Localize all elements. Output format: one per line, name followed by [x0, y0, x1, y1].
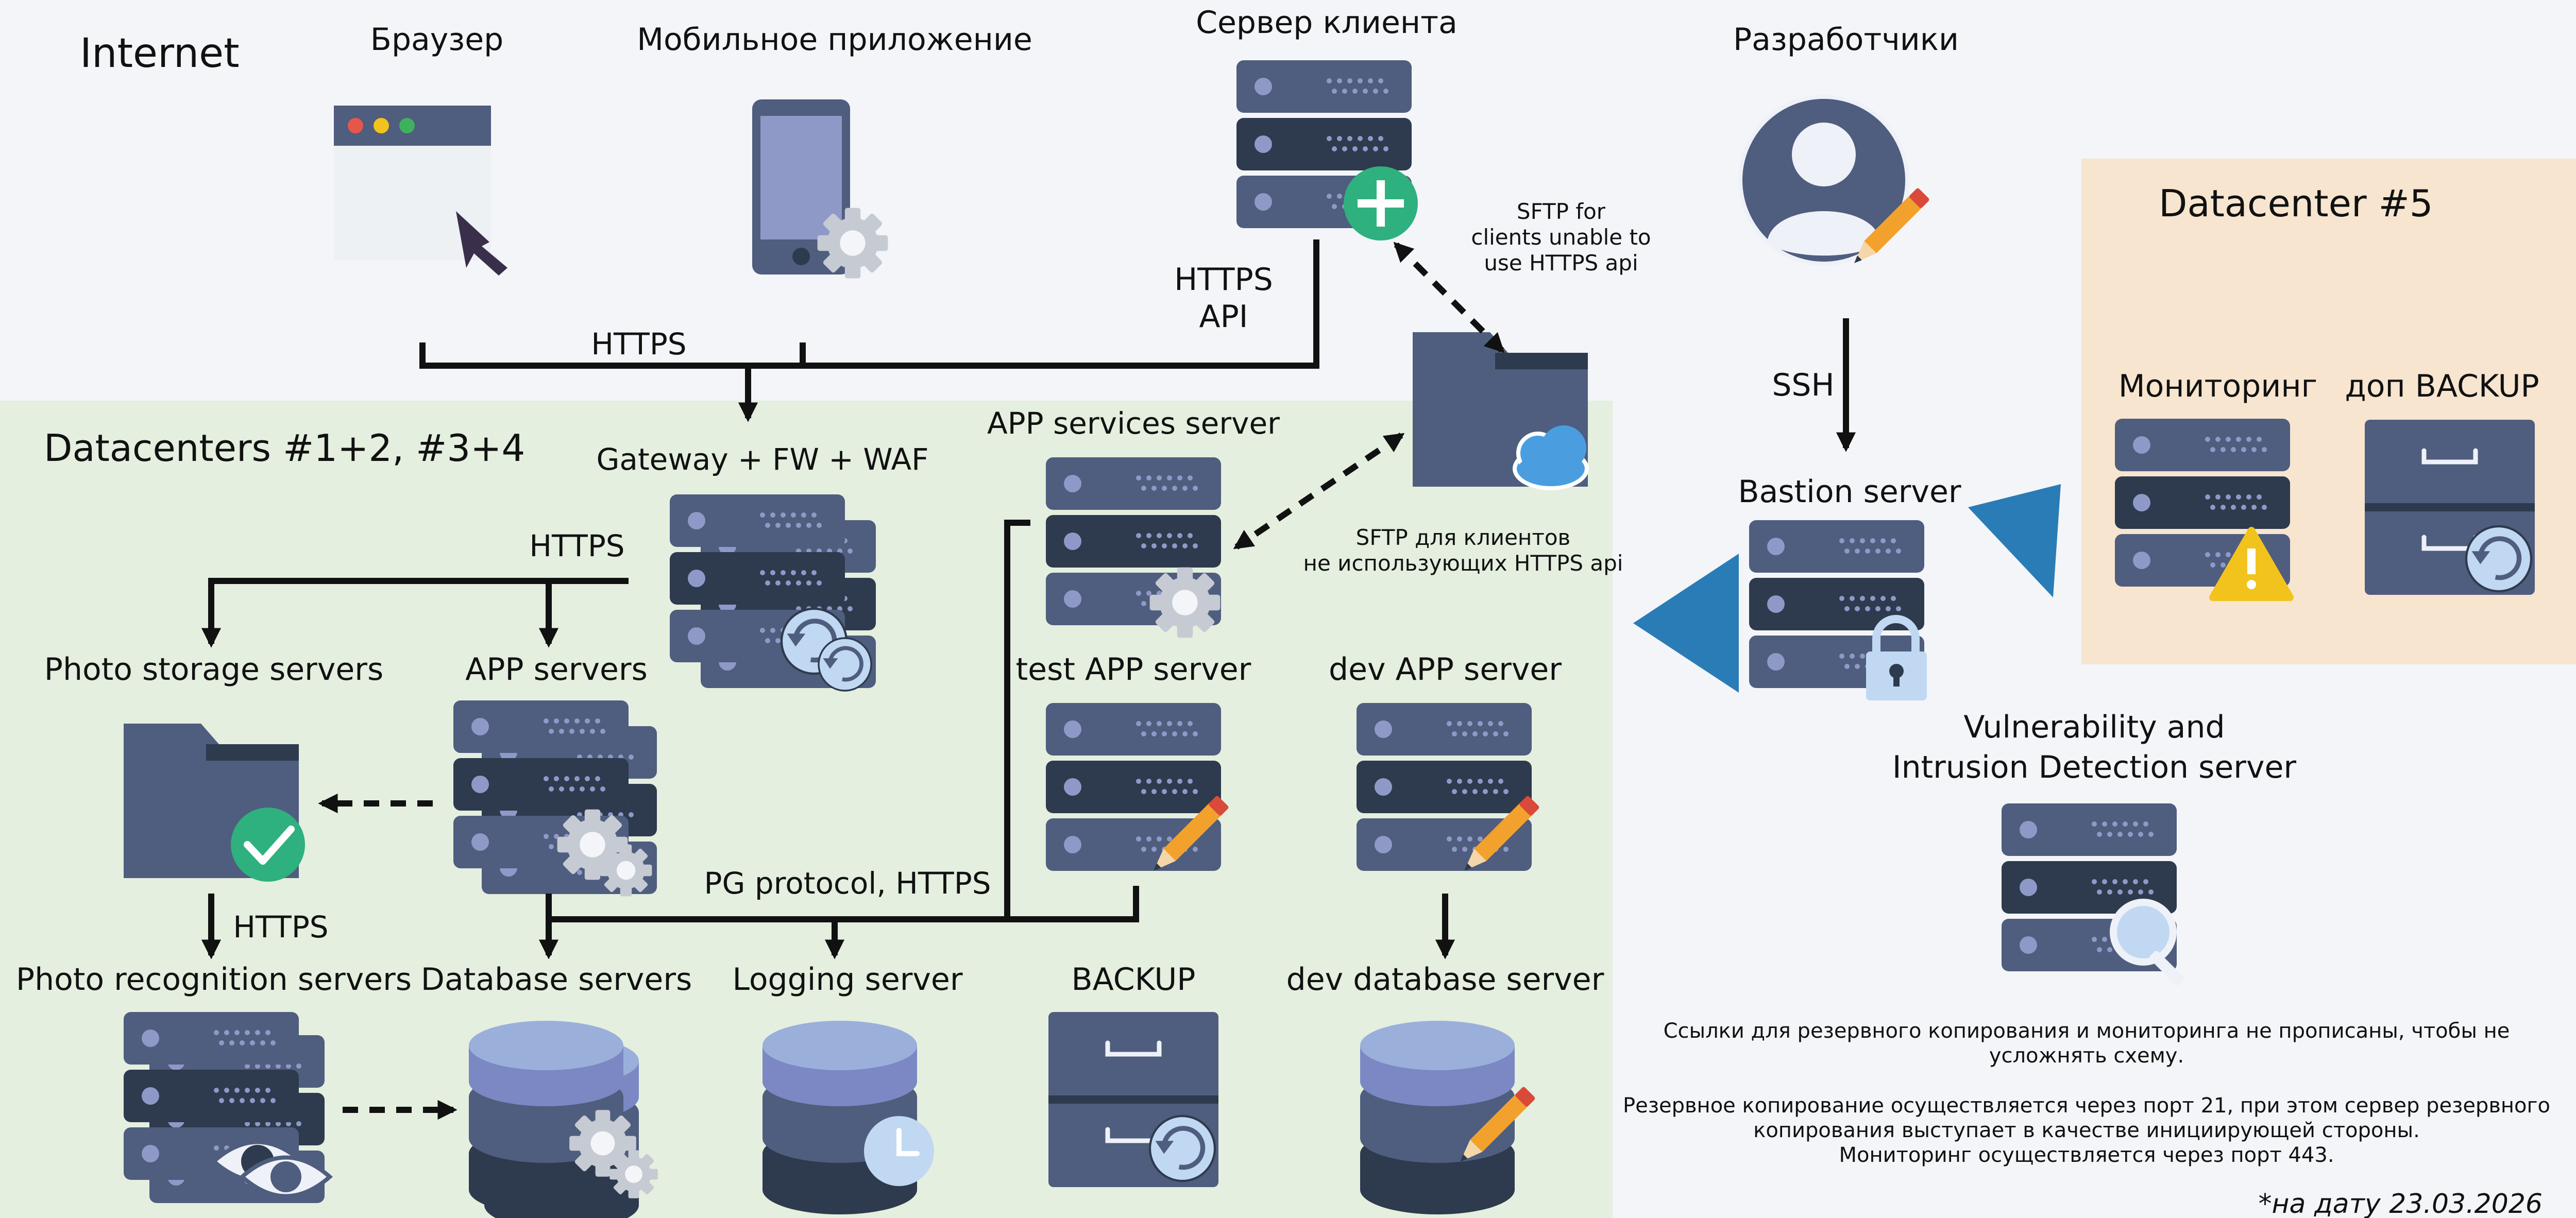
sftp-top-label-line2: clients unable to	[1471, 225, 1651, 250]
monitoring-label: Мониторинг	[2119, 368, 2317, 404]
gear-icon	[609, 1150, 658, 1198]
vulnerability-node: Vulnerability and Intrusion Detection se…	[1892, 709, 2296, 986]
sftp-ru-label-line1: SFTP для клиентов	[1356, 525, 1571, 550]
test-app-label: test APP server	[1016, 651, 1251, 688]
magnifier-icon	[2110, 899, 2184, 986]
note-backup-line2: копирования выступает в качестве инициир…	[1753, 1119, 2420, 1142]
mobile-app-label: Мобильное приложение	[637, 22, 1032, 58]
app-servers-label: APP servers	[465, 651, 648, 688]
photo-storage-label: Photo storage servers	[44, 651, 383, 688]
sftp-top-label-line1: SFTP for	[1517, 199, 1606, 224]
database-node: Database servers	[421, 962, 692, 1218]
developers-label: Разработчики	[1733, 22, 1959, 58]
zone-title-datacenter-5: Datacenter #5	[2159, 182, 2433, 225]
sync-icon	[1150, 1116, 1215, 1181]
monitoring-node: Мониторинг	[2115, 368, 2317, 601]
app-services-riser-line	[1004, 520, 1030, 919]
pg-bus-line	[546, 886, 1139, 922]
sftp-app-services-arrow	[1233, 433, 1405, 550]
photo-recognition-node: Photo recognition servers	[16, 962, 412, 1203]
gear-icon	[600, 844, 652, 897]
bastion-node: Bastion server	[1738, 474, 1961, 700]
browser-node: Браузер	[334, 22, 507, 276]
backup-node: BACKUP	[1048, 962, 1218, 1187]
ssh-label: SSH	[1772, 367, 1834, 403]
app-servers-node: APP servers	[453, 651, 657, 897]
dashed-connectors	[318, 242, 1505, 1120]
add-icon	[1344, 166, 1418, 241]
test-app-node: test APP server	[1016, 651, 1251, 877]
mobile-app-node: Мобильное приложение	[637, 22, 1032, 279]
gear-icon	[1149, 567, 1221, 638]
warning-icon	[2209, 527, 2294, 601]
https-api-label-line1: HTTPS	[1174, 262, 1273, 298]
gateway-label: Gateway + FW + WAF	[596, 442, 928, 477]
date-note: *на дату 23.03.2026	[2258, 1189, 2543, 1218]
gear-icon	[817, 208, 888, 279]
app-services-node: APP services server	[987, 406, 1280, 638]
sftp-top-label-line3: use HTTPS api	[1484, 250, 1638, 276]
connectors	[201, 239, 1856, 959]
dev-database-label: dev database server	[1286, 962, 1604, 998]
zone-title-internet: Internet	[80, 30, 240, 77]
photo-storage-node: Photo storage servers	[44, 651, 383, 882]
sync-icon	[819, 638, 871, 691]
logging-label: Logging server	[732, 962, 962, 998]
photo-recognition-label: Photo recognition servers	[16, 962, 412, 998]
note-monitoring-line: Мониторинг осуществляется через порт 443…	[1839, 1143, 2334, 1167]
client-server-node: Сервер клиента	[1196, 5, 1458, 241]
extra-backup-label: доп BACKUP	[2345, 368, 2539, 404]
https-photo-label: HTTPS	[233, 910, 328, 945]
smartphone-icon	[752, 99, 850, 275]
zone-title-datacenters-1-4: Datacenters #1+2, #3+4	[44, 426, 525, 470]
developers-node: Разработчики	[1733, 22, 1959, 269]
note-links-line2: усложнять схему.	[1989, 1044, 2184, 1068]
database-icon	[1360, 1021, 1515, 1214]
vulnerability-label-line2: Intrusion Detection server	[1892, 749, 2296, 785]
sync-icon	[2466, 526, 2531, 591]
browser-label: Браузер	[370, 22, 503, 58]
sftp-folder-node	[1413, 332, 1589, 490]
vulnerability-label-line1: Vulnerability and	[1963, 709, 2225, 745]
app-services-label: APP services server	[987, 406, 1280, 441]
checkmark-icon	[231, 808, 305, 882]
bastion-label: Bastion server	[1738, 474, 1961, 510]
logging-node: Logging server	[732, 962, 963, 1214]
bastion-to-datacenter-arrow	[1633, 554, 1739, 693]
backup-label: BACKUP	[1072, 962, 1196, 998]
sftp-ru-label-line2: не использующих HTTPS api	[1303, 551, 1623, 576]
test-app-rack-icon	[1046, 703, 1221, 871]
cloud-icon	[1513, 425, 1589, 490]
clients-bus-line	[419, 239, 1319, 369]
note-links-line1: Ссылки для резервного копирования и мони…	[1664, 1019, 2510, 1043]
bastion-to-datacenter-5-arrow	[1968, 484, 2061, 597]
extra-backup-node: доп BACKUP	[2345, 368, 2539, 595]
dev-app-rack-icon	[1357, 703, 1532, 871]
lock-icon	[1866, 615, 1927, 700]
user-avatar-icon	[1738, 95, 1909, 266]
gateway-node: Gateway + FW + WAF	[596, 442, 929, 691]
note-backup-line1: Резервное копирование осуществляется чер…	[1623, 1094, 2550, 1118]
https-api-label-line2: API	[1199, 299, 1248, 335]
database-label: Database servers	[421, 962, 692, 998]
client-server-label: Сервер клиента	[1196, 5, 1458, 41]
dev-app-label: dev APP server	[1329, 651, 1562, 688]
pg-https-label: PG protocol, HTTPS	[704, 866, 991, 901]
clock-icon	[864, 1116, 934, 1186]
https-gateway-label: HTTPS	[529, 528, 624, 563]
browser-window-icon	[334, 106, 507, 276]
dev-database-node: dev database server	[1286, 962, 1604, 1214]
https-clients-label: HTTPS	[591, 327, 686, 362]
dev-app-node: dev APP server	[1329, 651, 1562, 877]
eye-icon	[210, 1140, 333, 1198]
